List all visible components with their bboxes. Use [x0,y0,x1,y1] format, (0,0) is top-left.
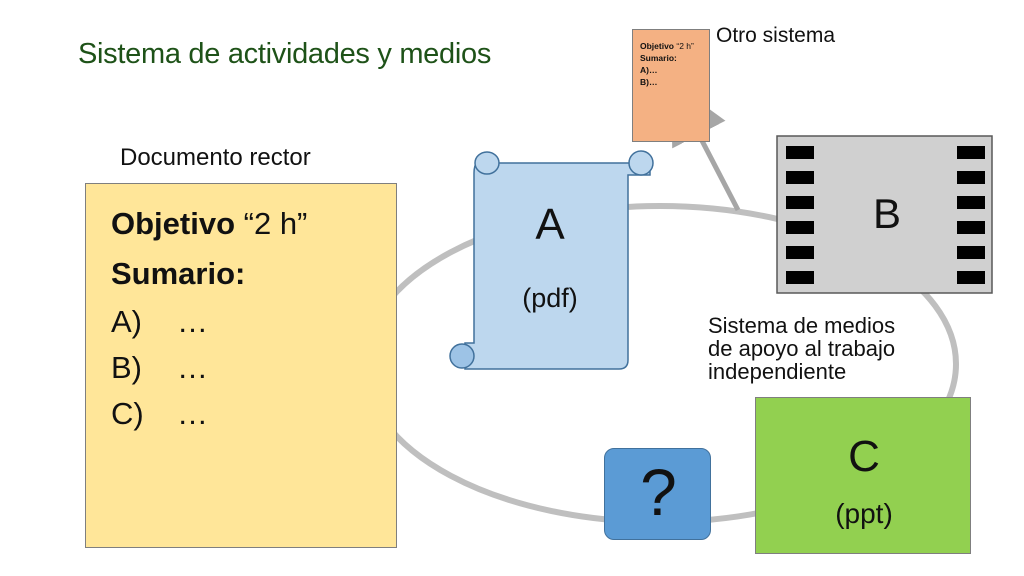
sumario-item-letter: B) [111,350,142,385]
sumario-item: A) … [111,304,208,340]
sumario-item: C) … [111,396,208,432]
sumario-item-text: … [177,396,208,431]
node-c-box: C (ppt) [755,397,971,554]
otro-objetivo-line: Objetivo “2 h” [640,40,709,52]
sumario-line: Sumario: [111,256,245,292]
node-a-format: (pdf) [522,283,578,313]
film-strip-b [776,135,993,294]
sistema-medios-line: de apoyo al trabajo [708,336,896,361]
sumario-item-letter: C) [111,396,144,431]
unknown-node-box: ? [604,448,711,540]
sumario-item-text: … [177,304,208,339]
otro-sumario-label: Sumario: [640,53,677,63]
sumario-label: Sumario: [111,256,246,291]
node-c-letter: C [848,432,880,481]
page-title: Sistema de actividades y medios [78,38,492,70]
otro-item: A)… [640,65,658,75]
question-mark: ? [640,455,677,529]
sumario-item-letter: A) [111,304,142,339]
objetivo-value: “2 h” [243,206,308,241]
documento-rector-card: Objetivo “2 h” Sumario: A) … B) … C) … [85,183,397,548]
sistema-medios-line: independiente [708,359,847,384]
otro-sistema-card: Objetivo “2 h” Sumario: A)… B)… [632,29,710,142]
otro-item: B)… [640,77,658,87]
sumario-item: B) … [111,350,208,386]
scroll-a-shape [449,150,654,370]
node-c-format: (ppt) [835,498,893,529]
node-b-letter: B [872,190,901,237]
documento-rector-label: Documento rector [120,144,311,171]
objetivo-label: Objetivo [111,206,236,241]
otro-objetivo-label: Objetivo [640,41,675,51]
objetivo-line: Objetivo “2 h” [111,206,307,242]
otro-objetivo-value: “2 h” [676,41,694,51]
sumario-item-text: … [177,350,208,385]
otro-sistema-label: Otro sistema [716,24,836,47]
sistema-medios-label: Sistema de medios de apoyo al trabajo in… [708,314,895,383]
node-a-letter: A [535,200,565,249]
sistema-medios-line: Sistema de medios [708,313,896,338]
